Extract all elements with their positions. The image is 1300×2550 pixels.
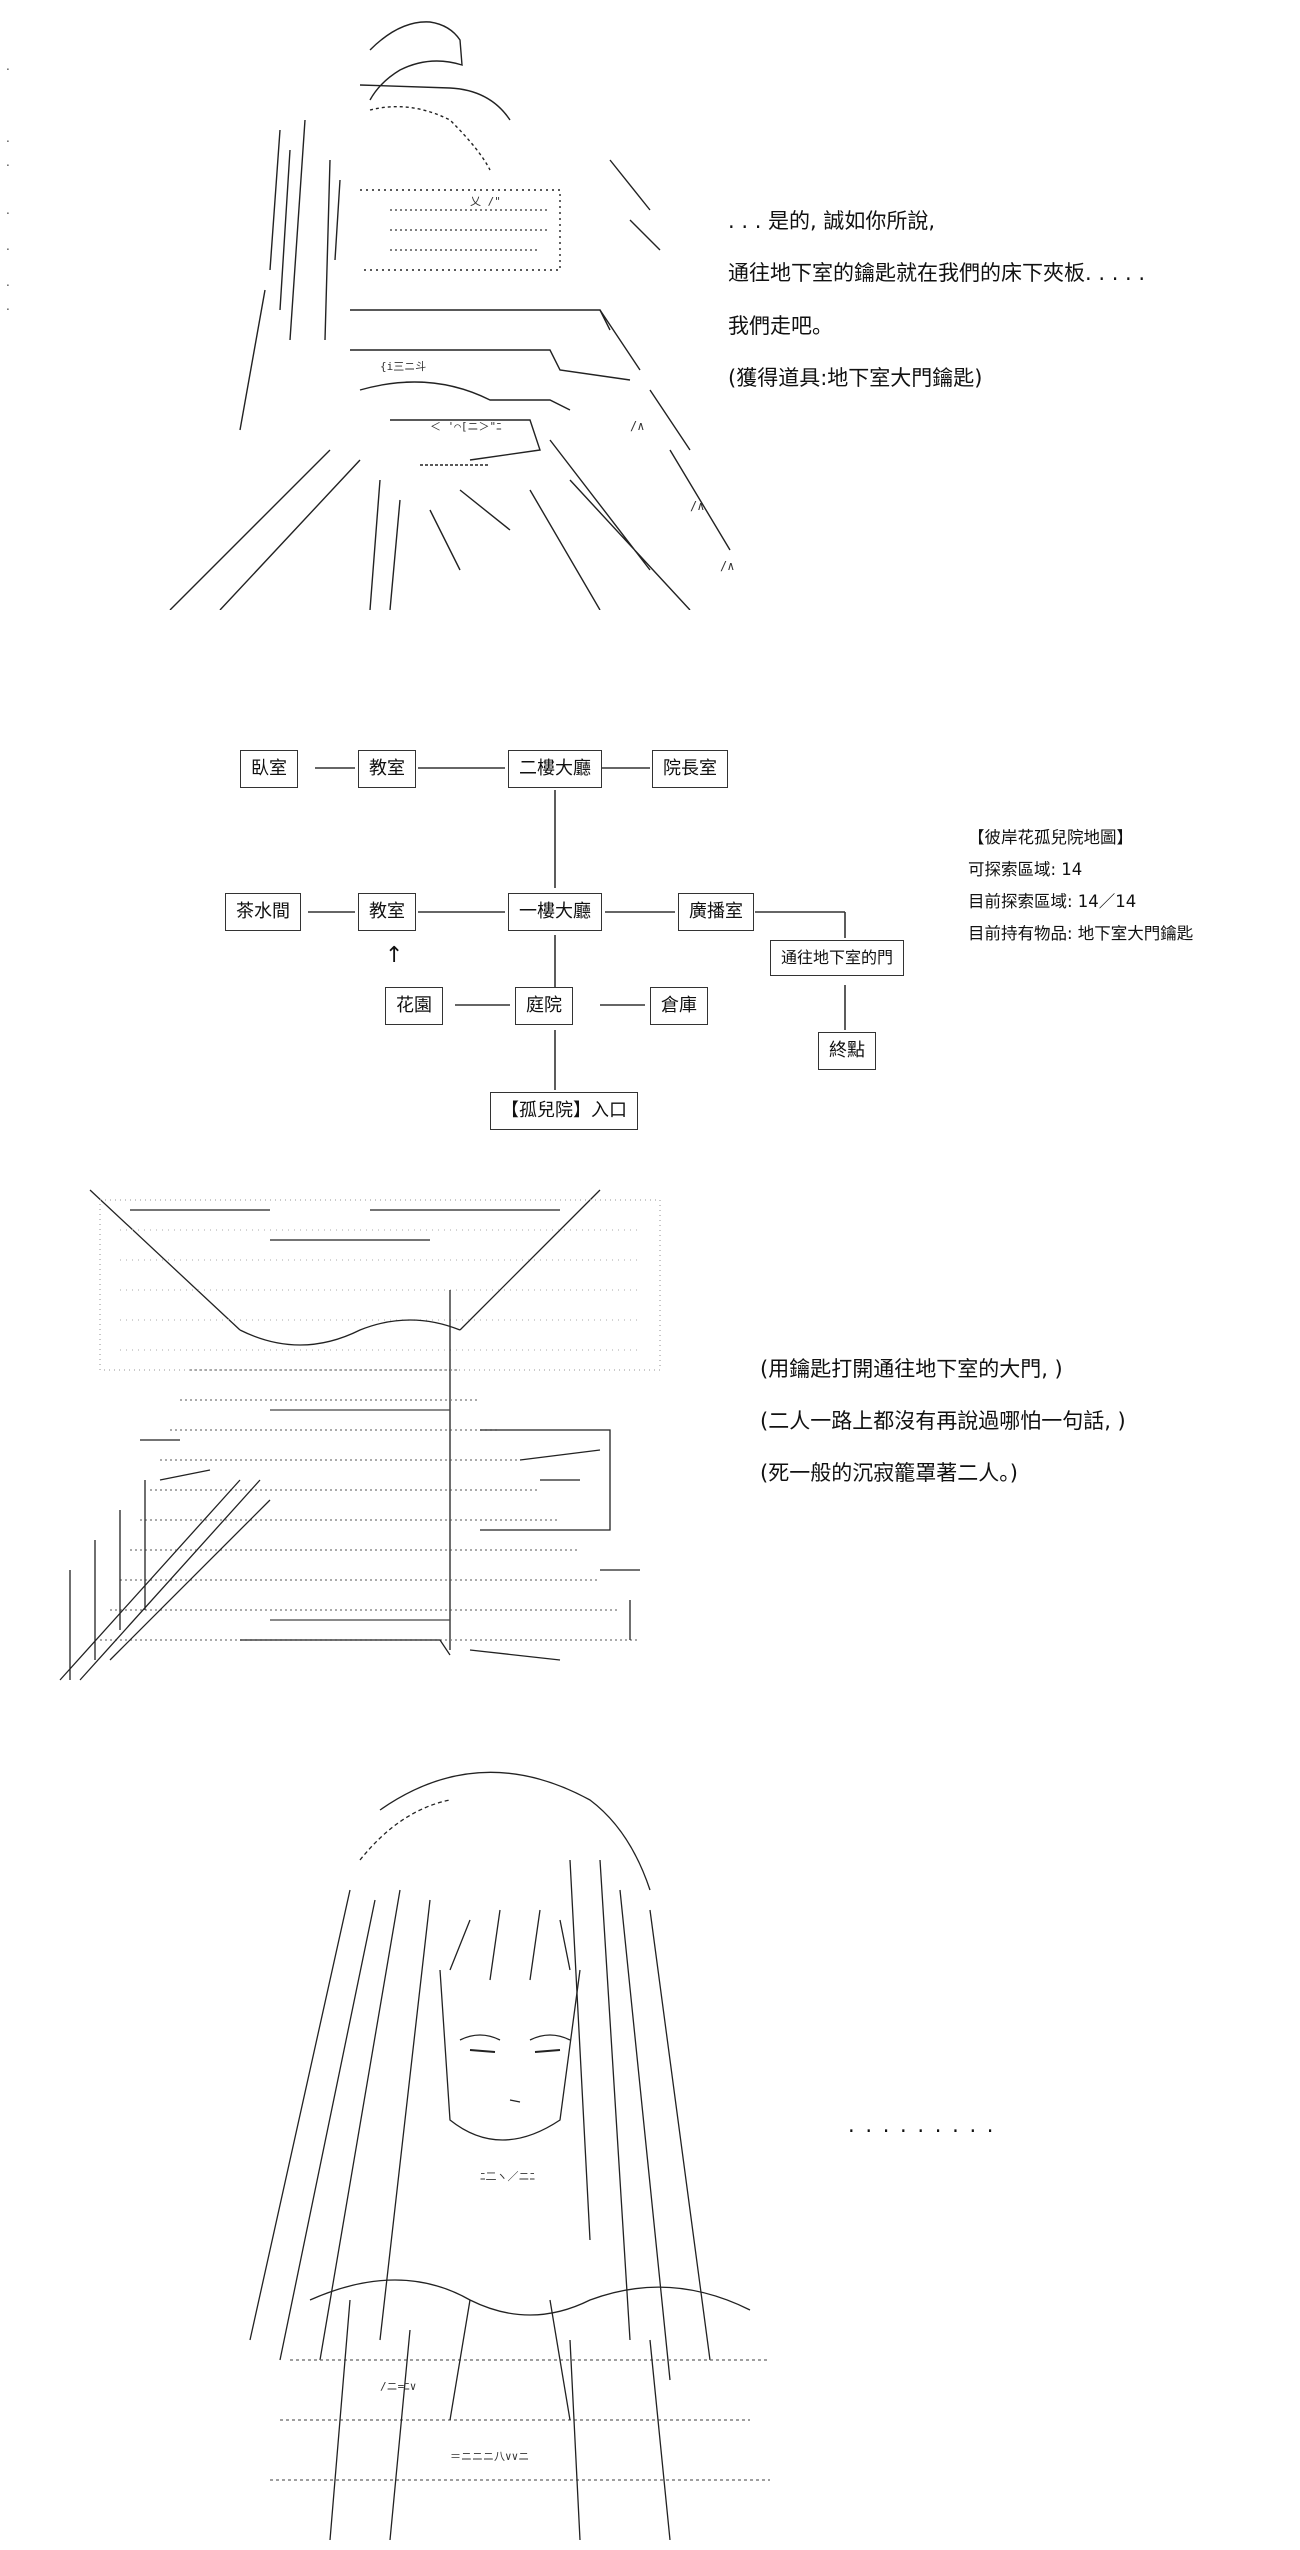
map-node-hall-1f: 一樓大廳 (508, 893, 602, 931)
map-node-basement-door: 通往地下室的門 (770, 940, 905, 976)
legend-held-items: 目前持有物品: 地下室大門鑰匙 (968, 924, 1194, 943)
stairway-art (40, 1180, 700, 1700)
legend-explored-areas: 目前探索區域: 14／14 (968, 892, 1137, 911)
map-node-hall-2f: 二樓大廳 (508, 750, 602, 788)
svg-text:＝ニニニ八∨∨ニ: ＝ニニニ八∨∨ニ (450, 2450, 529, 2463)
dialogue-line: 通往地下室的鑰匙就在我們的床下夾板. . . . . (728, 261, 1146, 285)
ellipsis-line: . . . . . . . . . (848, 2113, 996, 2137)
map-node-broadcast-room: 廣播室 (678, 893, 754, 931)
svg-text:ﾆ二ヽ／ニﾆ: ﾆ二ヽ／ニﾆ (480, 2170, 535, 2183)
margin-dots: ....... (6, 59, 10, 313)
narration-line: (用鑰匙打開通往地下室的大門, ) (760, 1357, 1063, 1381)
map-node-entrance: 【孤兒院】入口 (490, 1092, 638, 1130)
orphanage-map: 臥室 教室 二樓大廳 院長室 茶水間 教室 一樓大廳 廣播室 通往地下室的門 終… (0, 700, 1300, 1150)
svg-text:＜ '⌒[ニ＞"ﾆ: ＜ '⌒[ニ＞"ﾆ (430, 420, 502, 433)
map-node-director-office: 院長室 (652, 750, 728, 788)
map-node-garden: 花園 (385, 987, 443, 1025)
character-closeup-art: ﾆ二ヽ／ニﾆ ＝ニニニ八∨∨ニ /ニ=ﾆ∨ (150, 1740, 830, 2540)
svg-text:/∧: /∧ (720, 559, 734, 573)
item-obtained-line: (獲得道具:地下室大門鑰匙) (728, 366, 983, 390)
map-node-end: 終點 (818, 1032, 876, 1070)
legend-title: 【彼岸花孤兒院地圖】 (968, 828, 1133, 847)
narration-line: (二人一路上都沒有再說過哪怕一句話, ) (760, 1409, 1126, 1433)
narration-line: (死一般的沉寂籠罩著二人。) (760, 1461, 1018, 1485)
panel-closeup-silence: ﾆ二ヽ／ニﾆ ＝ニニニ八∨∨ニ /ニ=ﾆ∨ . . . . . . . . . (0, 1740, 1300, 2550)
svg-text:{i三ニ斗: {i三ニ斗 (380, 360, 426, 373)
panel-basement-stairs: (用鑰匙打開通往地下室的大門, ) (二人一路上都沒有再說過哪怕一句話, ) (… (0, 1180, 1300, 1700)
dialogue-line: 我們走吧。 (728, 314, 833, 338)
map-node-classroom-2f: 教室 (358, 750, 416, 788)
map-node-bedroom: 臥室 (240, 750, 298, 788)
svg-text:/∧: /∧ (690, 499, 704, 513)
map-node-classroom-1f: 教室 (358, 893, 416, 931)
map-node-storage: 倉庫 (650, 987, 708, 1025)
character-figure-art: 乂 /" {i三ニ斗 ＜ '⌒[ニ＞"ﾆ /∧ /∧ /∧ (130, 10, 770, 610)
arrow-up-icon: ↑ (385, 943, 404, 968)
svg-text:/∧: /∧ (630, 419, 644, 433)
dialogue-line: . . . 是的, 誠如你所說, (728, 209, 936, 233)
map-node-courtyard: 庭院 (515, 987, 573, 1025)
svg-text:/ニ=ﾆ∨: /ニ=ﾆ∨ (380, 2380, 416, 2393)
panel-dialogue-key: ....... 乂 /" {i三ニ斗 (0, 0, 1300, 620)
svg-text:乂 /": 乂 /" (470, 195, 501, 208)
map-node-tearoom: 茶水間 (225, 893, 301, 931)
legend-explorable-areas: 可探索區域: 14 (968, 860, 1083, 879)
